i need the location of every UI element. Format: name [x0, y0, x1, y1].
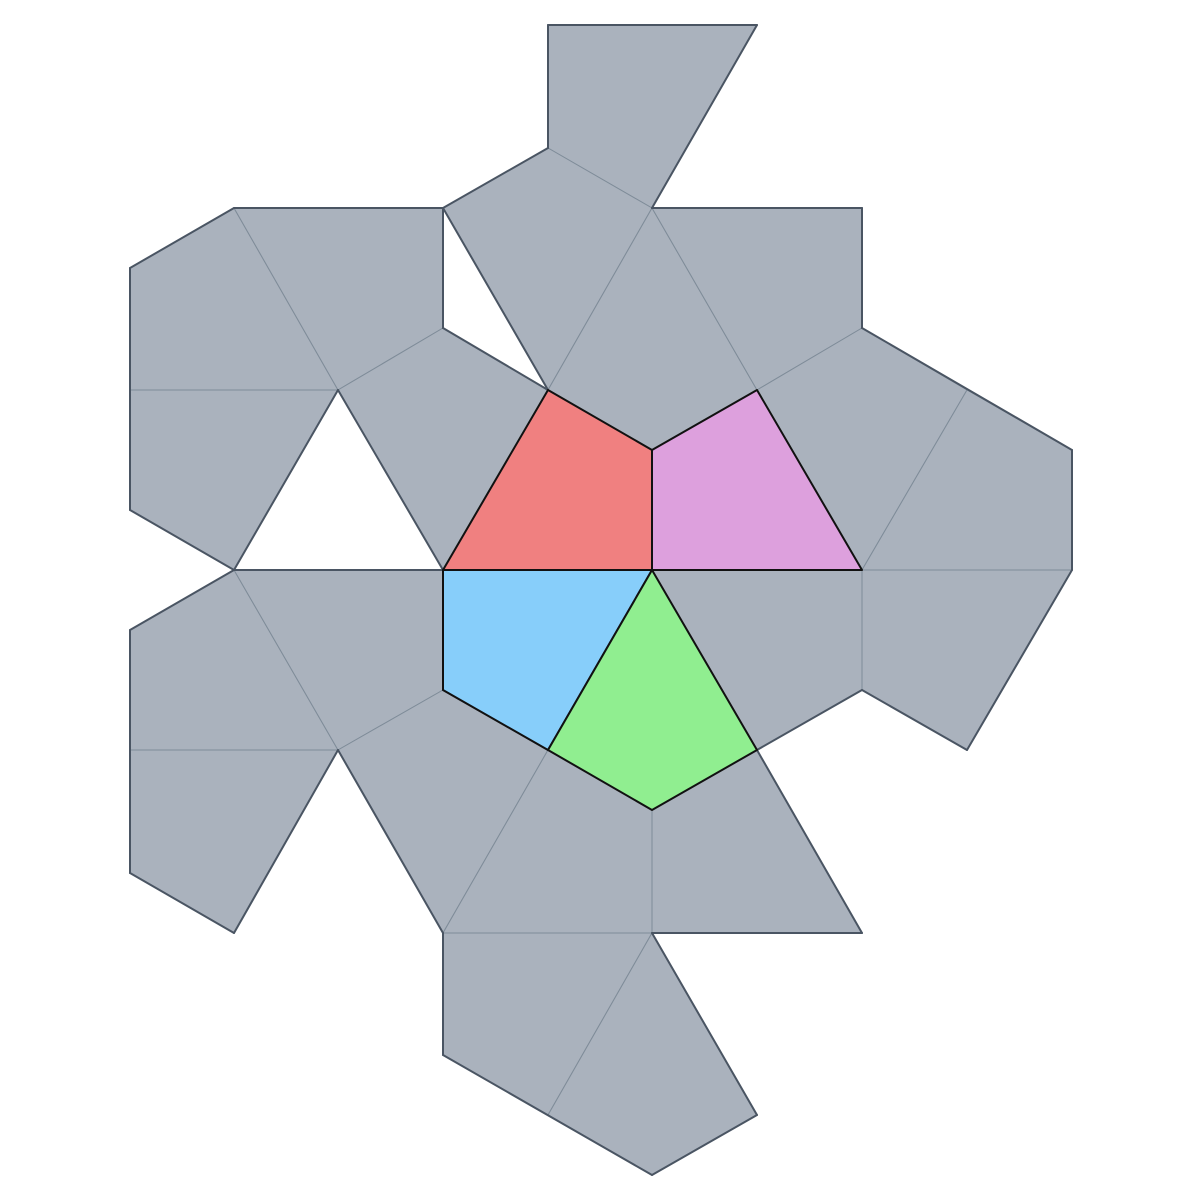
net-boundary-edge	[233, 389, 339, 571]
net-faces	[129, 24, 1073, 1176]
net-boundary-edge	[129, 872, 235, 934]
net-boundary-edge	[966, 569, 1073, 751]
violet-face	[651, 389, 863, 571]
net-boundary-edge	[442, 1054, 653, 1176]
net-boundary-edge	[233, 749, 339, 934]
net-face	[129, 389, 339, 571]
net-boundary-edge	[442, 327, 549, 391]
green-face	[547, 569, 758, 811]
net-boundary-edge	[442, 207, 549, 391]
net-boundary-edge	[129, 569, 235, 631]
net-boundary-edge	[861, 689, 968, 751]
highlighted-faces	[442, 389, 863, 811]
net-boundary-edge	[756, 749, 863, 934]
net-boundary-edge	[337, 389, 444, 571]
net-face	[129, 749, 339, 934]
net-boundary-edge	[861, 327, 1073, 451]
net-boundary-edge	[129, 509, 235, 571]
net-boundary-edge	[651, 24, 758, 209]
net-boundary-edge	[337, 749, 444, 934]
net-boundary-edge	[129, 207, 235, 269]
net-boundary-edge	[756, 689, 863, 751]
net-boundary-edge	[442, 147, 549, 209]
net-face	[861, 569, 1073, 751]
net-boundary-edge	[651, 932, 758, 1116]
net-boundary-edge	[651, 1114, 758, 1176]
